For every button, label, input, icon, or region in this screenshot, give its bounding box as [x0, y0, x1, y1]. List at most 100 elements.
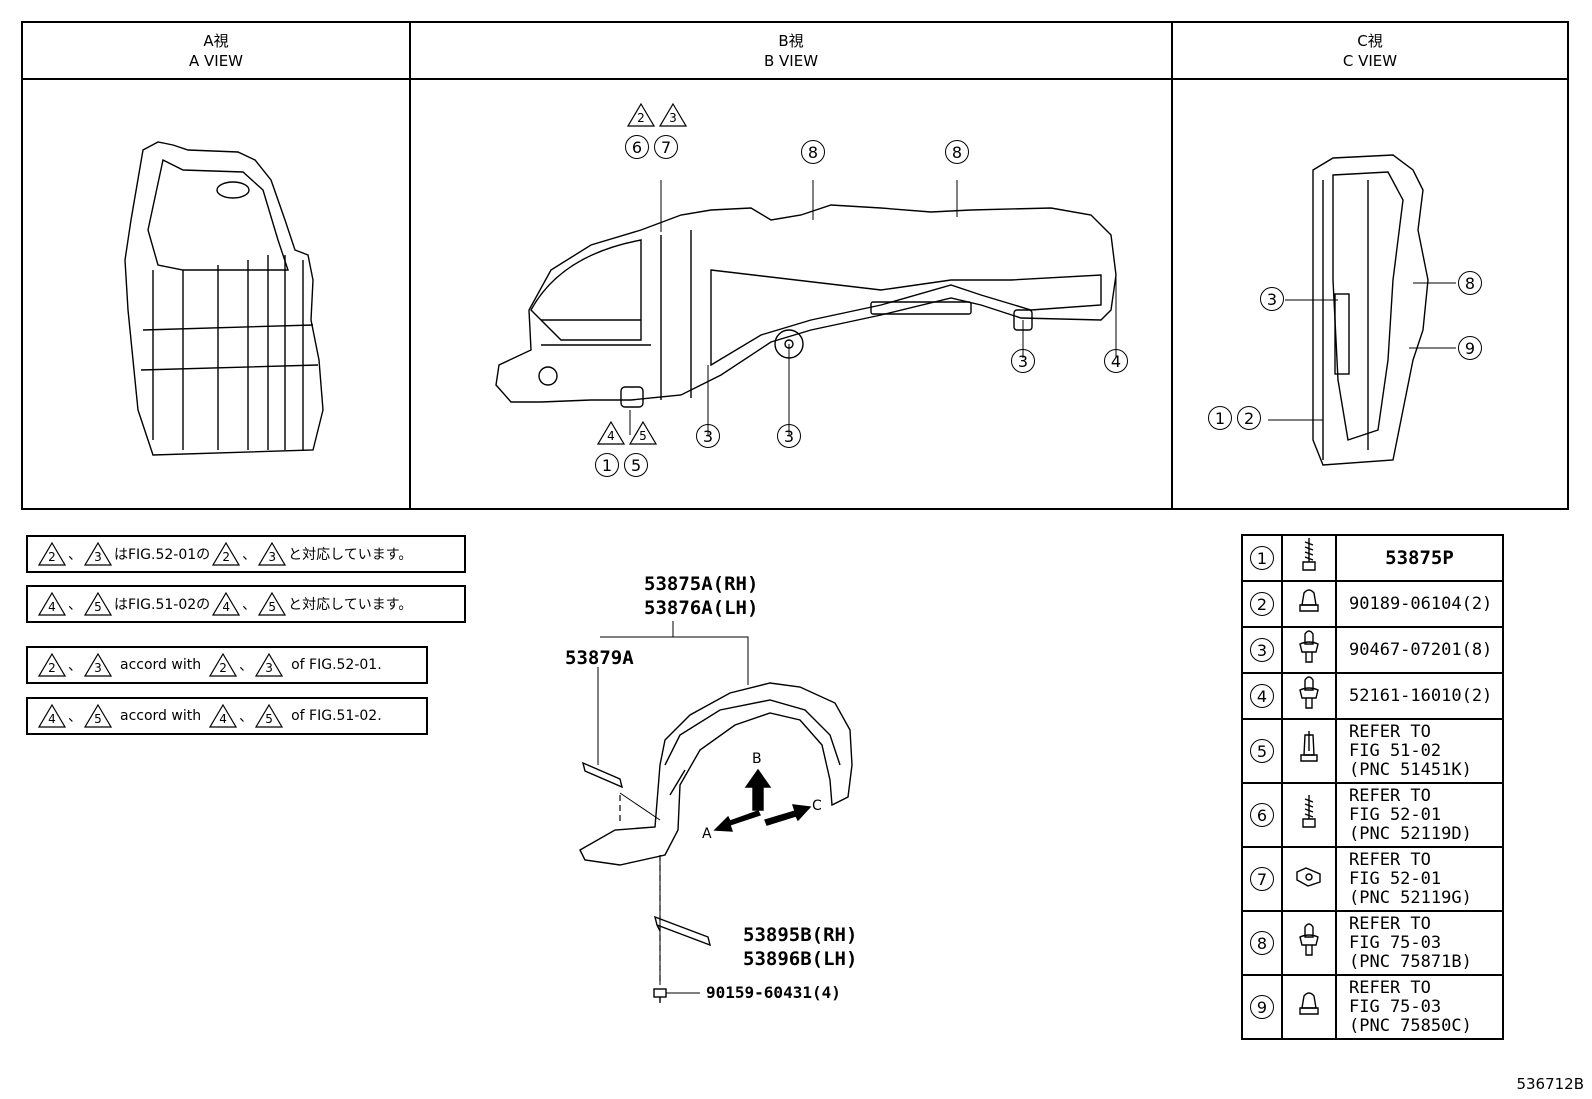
callout-circle: 7	[654, 135, 679, 159]
legend-row: 6 REFER TO FIG 52-01 (PNC 52119D)	[1241, 782, 1504, 848]
arrow-a-icon	[713, 810, 761, 832]
triangle-icon: 3	[659, 103, 687, 127]
dashed-leaders	[619, 795, 661, 985]
callout-circle: 8	[801, 140, 825, 164]
triangle-icon: 2	[212, 542, 241, 566]
legend-number-cell: 9	[1241, 974, 1283, 1040]
triangle-icon: 4	[212, 592, 241, 616]
nut-clip-icon	[1294, 867, 1324, 894]
triangle-icon: 4	[209, 704, 238, 728]
legend-part-text: REFER TO FIG 75-03 (PNC 75850C)	[1335, 974, 1504, 1040]
screw-icon	[1299, 538, 1319, 580]
legend-icon-cell	[1281, 626, 1337, 674]
callout-circle: 1	[1208, 406, 1232, 430]
fender-liner-inner	[664, 699, 841, 796]
legend-part-text: REFER TO FIG 52-01 (PNC 52119D)	[1335, 782, 1504, 848]
part-label-liner-lh: 53876A(LH)	[644, 597, 758, 619]
clip-icon	[1297, 992, 1321, 1024]
legend-row: 8 REFER TO FIG 75-03 (PNC 75871B)	[1241, 910, 1504, 976]
callout-circle: 2	[1250, 592, 1274, 616]
liner-c-slot	[1334, 293, 1350, 375]
arrow-b-icon	[744, 768, 772, 811]
callout-circle: 2	[1237, 406, 1262, 430]
arrow-c-icon	[764, 804, 812, 826]
legend-icon-cell	[1281, 718, 1337, 784]
part-label-bracket-rh: 53895B(RH)	[743, 924, 857, 946]
triangle-icon: 4	[38, 592, 66, 616]
liner-a-ribs	[152, 255, 304, 450]
callout-circle: 3	[777, 424, 801, 448]
part-label-bracket-lh: 53896B(LH)	[743, 948, 857, 970]
view-b-header: B視 B VIEW	[411, 23, 1171, 80]
legend-icon-cell	[1281, 672, 1337, 720]
view-c-header: C視 C VIEW	[1173, 23, 1567, 80]
rivet-icon	[1297, 731, 1321, 773]
part-label-seal: 53879A	[565, 647, 634, 669]
triangle-icon: 3	[84, 542, 112, 566]
liner-a-hole	[216, 181, 250, 199]
callout-circle: 9	[1250, 995, 1274, 1019]
legend-row: 9 REFER TO FIG 75-03 (PNC 75850C)	[1241, 974, 1504, 1040]
triangle-icon: 5	[258, 592, 287, 616]
triangle-icon: 2	[38, 542, 66, 566]
c-bottom-left-callouts: 1 2	[1208, 406, 1262, 430]
c-leader-lines	[1268, 282, 1456, 421]
push-clip-icon	[1297, 630, 1321, 672]
legend-icon-cell	[1281, 974, 1337, 1040]
legend-number-cell: 6	[1241, 782, 1283, 848]
liner-a-outline	[124, 141, 324, 456]
push-clip-icon	[1297, 676, 1321, 718]
legend-number-cell: 8	[1241, 910, 1283, 976]
legend-part-text: REFER TO FIG 75-03 (PNC 75871B)	[1335, 910, 1504, 976]
triangle-icon: 3	[84, 653, 112, 677]
callout-circle: 8	[1458, 271, 1482, 295]
view-a-header: A視 A VIEW	[23, 23, 409, 80]
legend-part-text: 53875P	[1335, 534, 1504, 582]
legend-part-text: REFER TO FIG 51-02 (PNC 51451K)	[1335, 718, 1504, 784]
callout-circle: 3	[1250, 638, 1274, 662]
note-text: はFIG.52-01の	[114, 547, 211, 563]
triangle-icon: 5	[84, 592, 112, 616]
leader-lines	[597, 621, 749, 985]
view-c-panel: C視 C VIEW 3 1 2 8 9	[1171, 21, 1569, 510]
view-a-title-jp: A視	[203, 32, 229, 50]
triangle-icon: 2	[209, 653, 238, 677]
leader-lines	[629, 180, 1117, 435]
liner-b-tab-left	[620, 386, 644, 408]
callout-circle: 8	[1250, 931, 1274, 955]
liner-c-outline	[1312, 154, 1429, 466]
legend-icon-cell	[1281, 580, 1337, 628]
callout-circle: 4	[1104, 349, 1128, 373]
view-a-drawing	[124, 141, 324, 456]
callout-circle: 7	[1250, 867, 1274, 891]
legend-number-cell: 7	[1241, 846, 1283, 912]
note-text: accord with	[120, 708, 202, 724]
note-text: はFIG.51-02の	[114, 597, 211, 613]
callout-circle: 1	[595, 453, 619, 477]
legend-number-cell: 5	[1241, 718, 1283, 784]
view-b-title-jp: B視	[778, 32, 804, 50]
part-label-liner-rh: 53875A(RH)	[644, 573, 758, 595]
callout-circle: 5	[624, 453, 649, 477]
callout-circle: 6	[1250, 803, 1274, 827]
view-b-title-en: B VIEW	[763, 52, 819, 70]
callout-circle: 6	[625, 135, 649, 159]
liner-b-ribs	[541, 230, 692, 400]
triangle-icon: 5	[84, 704, 112, 728]
seal-strip	[581, 761, 624, 789]
view-c-drawing	[1268, 154, 1456, 466]
legend-number-cell: 4	[1241, 672, 1283, 720]
note-text: of FIG.51-02.	[291, 708, 382, 724]
bracket	[653, 915, 712, 947]
arrow-c-label: C	[812, 798, 822, 814]
liner-b-hole-left	[538, 366, 558, 386]
